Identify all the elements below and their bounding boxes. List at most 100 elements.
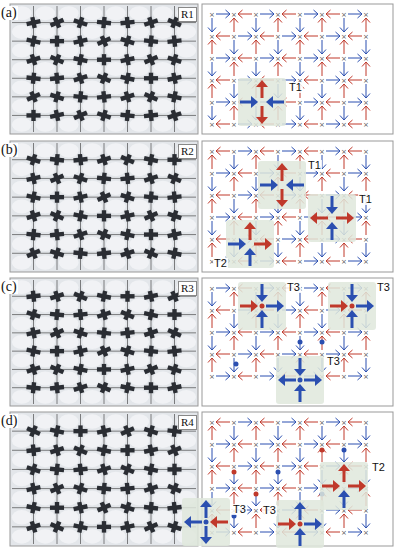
magnet-bar — [102, 364, 106, 375]
arrow-head — [208, 346, 216, 351]
arrow-head — [318, 436, 326, 441]
arrow-shaft — [212, 448, 213, 462]
magnet-cross — [48, 325, 65, 341]
magnet-cross — [119, 461, 137, 477]
spin-arrow — [326, 98, 340, 106]
arrow-shaft — [344, 514, 345, 528]
arrow-head — [318, 94, 326, 99]
arrow-head — [318, 177, 326, 182]
arrow-head — [208, 470, 216, 475]
arrow-shaft — [326, 332, 340, 333]
magnet-cross — [49, 289, 66, 304]
spin-arrow — [208, 470, 216, 484]
arrow-shaft — [234, 292, 235, 306]
arrow-head — [296, 72, 304, 77]
arrow-head — [226, 169, 231, 177]
vertex-mark: × — [209, 170, 215, 178]
photo-highlight — [12, 298, 32, 312]
magnet-cross — [166, 228, 182, 242]
spin-arrow — [348, 10, 362, 18]
photo-highlight — [176, 390, 196, 404]
magnet-cross — [25, 89, 42, 105]
spin-arrow — [326, 440, 340, 448]
vertex-mark: × — [363, 121, 369, 129]
spin-arrow — [260, 54, 274, 62]
sample-photo — [10, 412, 198, 546]
arrow-head — [226, 484, 231, 492]
charge-dot — [342, 448, 347, 453]
arrow-head — [230, 106, 238, 111]
photo-highlight — [35, 280, 55, 294]
arrow-shaft — [256, 514, 257, 528]
lattice-frame — [202, 4, 393, 134]
photo-highlight — [129, 390, 149, 404]
magnet-bar — [101, 327, 107, 338]
spin-arrow — [326, 120, 340, 128]
photo-highlight — [129, 43, 149, 57]
arrow-shaft — [212, 18, 213, 32]
vertex-mark: × — [231, 307, 237, 315]
vertex-mark: × — [275, 258, 281, 266]
magnet-bar — [30, 54, 38, 66]
arrow-shaft — [234, 199, 235, 213]
magnet-bar — [54, 154, 60, 166]
arrow-shaft — [212, 221, 213, 235]
arrow-head — [238, 54, 243, 62]
arrow-head — [304, 32, 309, 40]
magnet-cross — [72, 190, 88, 204]
arrow-head — [256, 80, 268, 87]
arrow-head — [230, 209, 238, 214]
magnet-bar — [77, 72, 85, 84]
magnet-bar — [172, 502, 178, 514]
magnet-cross — [72, 501, 88, 515]
spin-arrow — [296, 40, 304, 54]
arrow-head — [340, 72, 348, 77]
magnet-cross — [142, 362, 159, 378]
arrow-head — [256, 310, 268, 317]
magnet-bar — [170, 327, 178, 339]
photo-highlight — [153, 181, 173, 195]
spin-arrow — [230, 448, 238, 462]
photo-ground — [10, 412, 198, 546]
arrow-shaft — [256, 62, 257, 76]
arrow-head — [252, 458, 260, 463]
magnet-cross — [72, 171, 89, 186]
magnet-bar — [77, 364, 84, 376]
magnet-bar — [170, 482, 179, 494]
photo-highlight — [106, 6, 126, 20]
arrow-shaft — [344, 470, 345, 484]
magnet-cross — [25, 152, 42, 167]
magnet-bar — [53, 364, 61, 376]
vertex-mark: × — [297, 485, 303, 493]
magnet-bar — [30, 345, 37, 357]
arrow-shaft — [234, 106, 235, 120]
spin-arrow — [216, 147, 230, 155]
arrow-head — [252, 40, 260, 45]
magnet-cross — [26, 444, 41, 457]
arrow-shaft — [260, 151, 274, 152]
vertex-mark: × — [363, 77, 369, 85]
magnet-cross — [120, 291, 134, 302]
arrow-head — [226, 54, 231, 62]
spin-arrow — [208, 426, 216, 440]
magnet-cross — [48, 362, 65, 378]
magnet-cross — [166, 519, 183, 534]
spin-arrow — [340, 336, 348, 350]
arrow-shaft — [326, 261, 340, 262]
arrow-head — [304, 418, 309, 426]
magnet-cross — [72, 344, 88, 358]
spin-arrow — [362, 18, 370, 32]
magnet-cross — [143, 501, 158, 514]
magnet-cross — [143, 153, 159, 167]
arrow-head — [216, 350, 221, 358]
defect-arrow — [326, 196, 338, 214]
arrow-head — [340, 514, 348, 519]
spin-arrow — [318, 177, 326, 191]
vertex-mark: × — [297, 441, 303, 449]
magnet-cross — [25, 52, 42, 67]
magnet-bar — [53, 172, 62, 184]
magnet-cross — [50, 36, 64, 47]
magnet-bar — [172, 35, 178, 47]
spin-arrow — [318, 336, 326, 350]
arrow-shaft — [331, 196, 334, 207]
